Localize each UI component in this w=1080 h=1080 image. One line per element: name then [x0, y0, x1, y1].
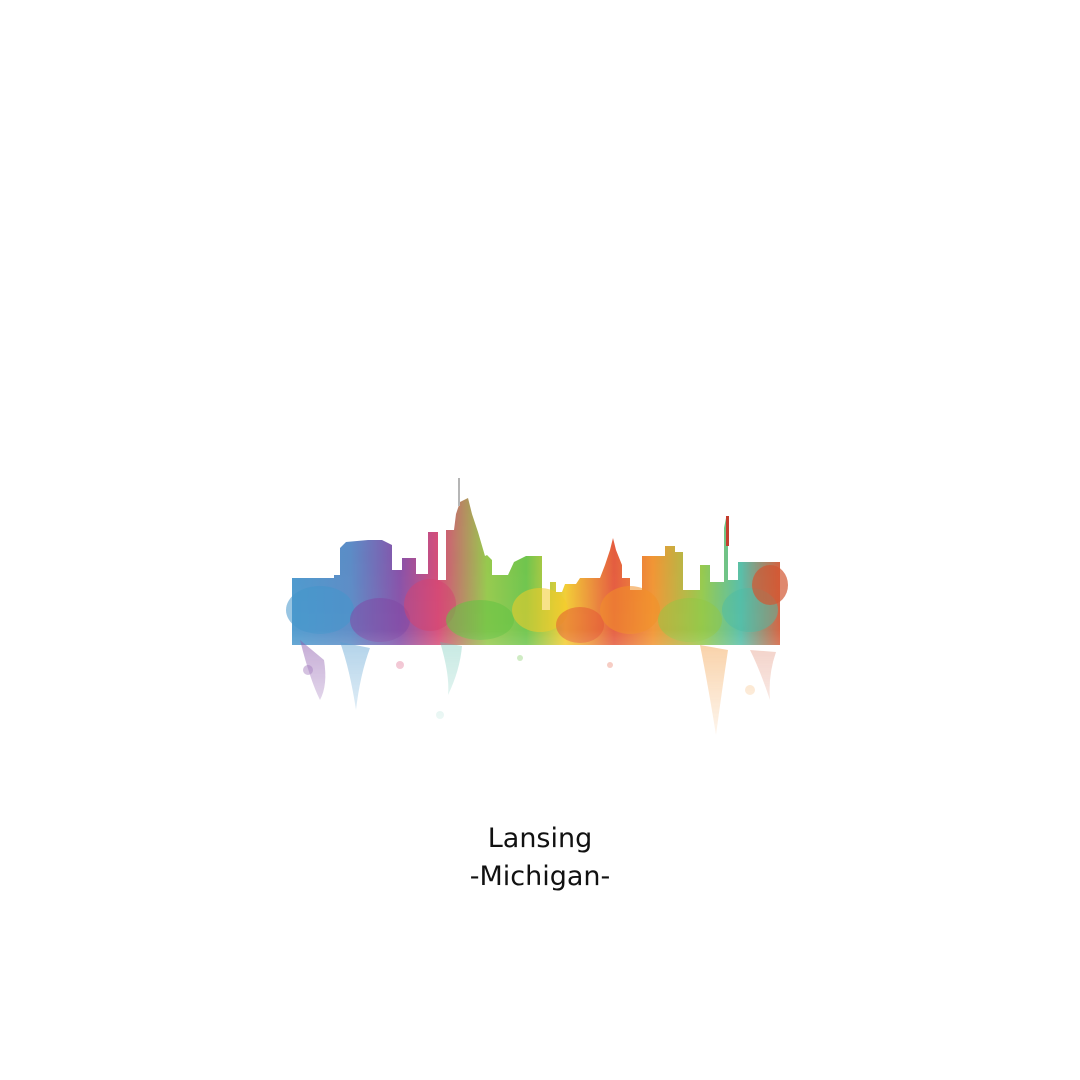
state-name: -Michigan- [469, 861, 611, 892]
lansing-skyline-illustration [286, 478, 788, 735]
poster-caption: Lansing -Michigan- [0, 820, 1080, 896]
antenna-mast [726, 516, 729, 546]
tower-spire [458, 478, 460, 506]
city-name: Lansing [487, 823, 593, 854]
skyline-buildings [286, 478, 788, 735]
